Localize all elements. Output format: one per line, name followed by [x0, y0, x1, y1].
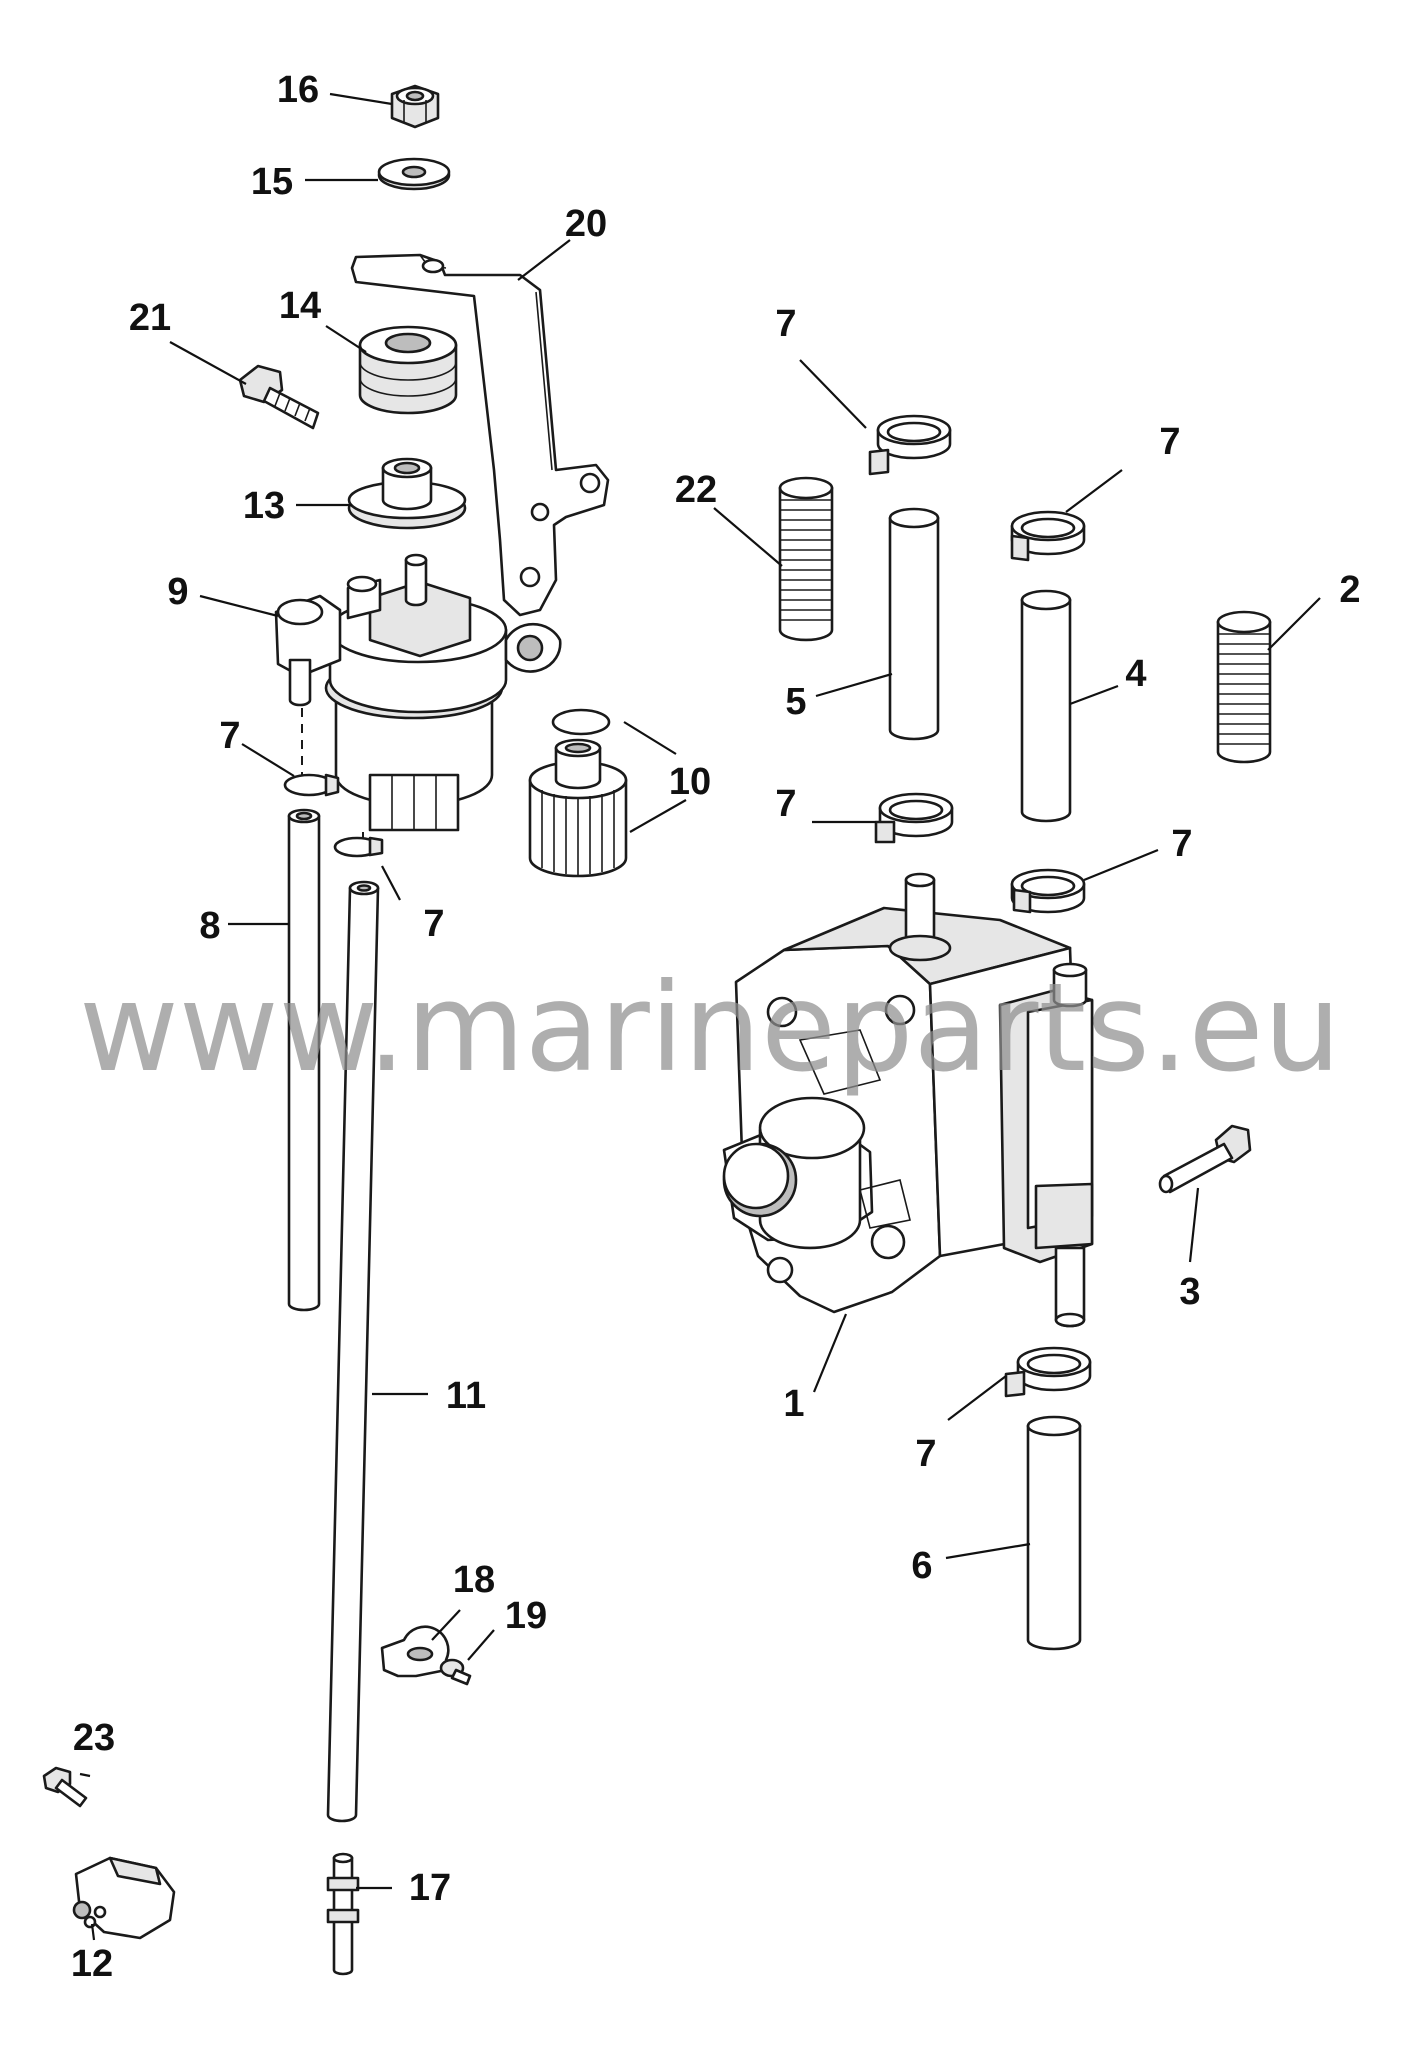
callout-2: 2: [1339, 569, 1360, 611]
callout-8: 8: [199, 905, 220, 947]
callout-15: 15: [251, 161, 293, 203]
hose-clamp-part: [1004, 1346, 1092, 1398]
fuel-connector-part: [72, 1856, 176, 1940]
callout-7-right-top: 7: [775, 303, 796, 345]
callout-19: 19: [505, 1595, 547, 1637]
filter-element-part: [528, 708, 628, 878]
protective-spring-sleeve-part: [778, 476, 834, 642]
callout-21: 21: [129, 297, 171, 339]
hose-clamp-part: [1010, 510, 1086, 562]
hose-clamp-part: [283, 773, 340, 797]
small-bolt-part: [42, 1766, 88, 1808]
callout-7-right-bottom: 7: [915, 1433, 936, 1475]
callout-9: 9: [167, 571, 188, 613]
callout-7-right-middle: 7: [775, 783, 796, 825]
hose-clamp-part: [333, 836, 384, 858]
callout-4: 4: [1125, 653, 1146, 695]
lock-nut-part: [390, 84, 440, 129]
sleeve-bushing-part: [347, 457, 467, 530]
hose-fitting-part: [326, 1852, 360, 1976]
callout-7-right-upper: 7: [1159, 421, 1180, 463]
callout-14: 14: [279, 285, 321, 327]
fuel-hose-part: [888, 507, 940, 741]
fuel-hose-part: [1026, 1415, 1082, 1651]
callout-6: 6: [911, 1545, 932, 1587]
callout-20: 20: [565, 203, 607, 245]
fuel-hose-part: [1020, 589, 1072, 823]
hose-clamp-part: [1010, 868, 1086, 914]
callout-3: 3: [1179, 1271, 1200, 1313]
leader-lines: [79, 92, 1321, 1941]
fuel-filter-housing-part: [274, 553, 562, 832]
hose-clamp-part: [868, 414, 952, 476]
fuel-pump-part: [722, 872, 1094, 1328]
callout-16: 16: [277, 69, 319, 111]
callout-23: 23: [73, 1717, 115, 1759]
callout-10: 10: [669, 761, 711, 803]
callout-17: 17: [409, 1867, 451, 1909]
callout-11: 11: [446, 1375, 486, 1417]
protective-spring-sleeve-part: [1216, 610, 1272, 764]
fuel-hose-part: [287, 808, 321, 1312]
watermark-text: www.marineparts.eu: [79, 957, 1341, 1099]
flange-bolt-part: [238, 364, 320, 430]
callout-labels: 16 15 20 21 14 13 9 7 10 8 7 11 18 19 23…: [71, 69, 1361, 1985]
washer-part: [377, 157, 451, 191]
small-screw-part: [439, 1658, 472, 1686]
hose-clamp-part: [874, 792, 954, 844]
grommet-part: [358, 325, 458, 415]
callout-18: 18: [453, 1559, 495, 1601]
mounting-bracket-part: [350, 253, 610, 617]
callout-13: 13: [243, 485, 285, 527]
callout-5: 5: [785, 681, 806, 723]
callout-22: 22: [675, 469, 717, 511]
pump-screw-part: [1158, 1124, 1252, 1194]
callout-12: 12: [71, 1943, 113, 1985]
callout-7-right-lower: 7: [1171, 823, 1192, 865]
callout-7-left-bottom: 7: [423, 903, 444, 945]
long-fuel-hose-part: [326, 880, 380, 1823]
callout-7-left-top: 7: [219, 715, 240, 757]
callout-1: 1: [783, 1383, 804, 1425]
